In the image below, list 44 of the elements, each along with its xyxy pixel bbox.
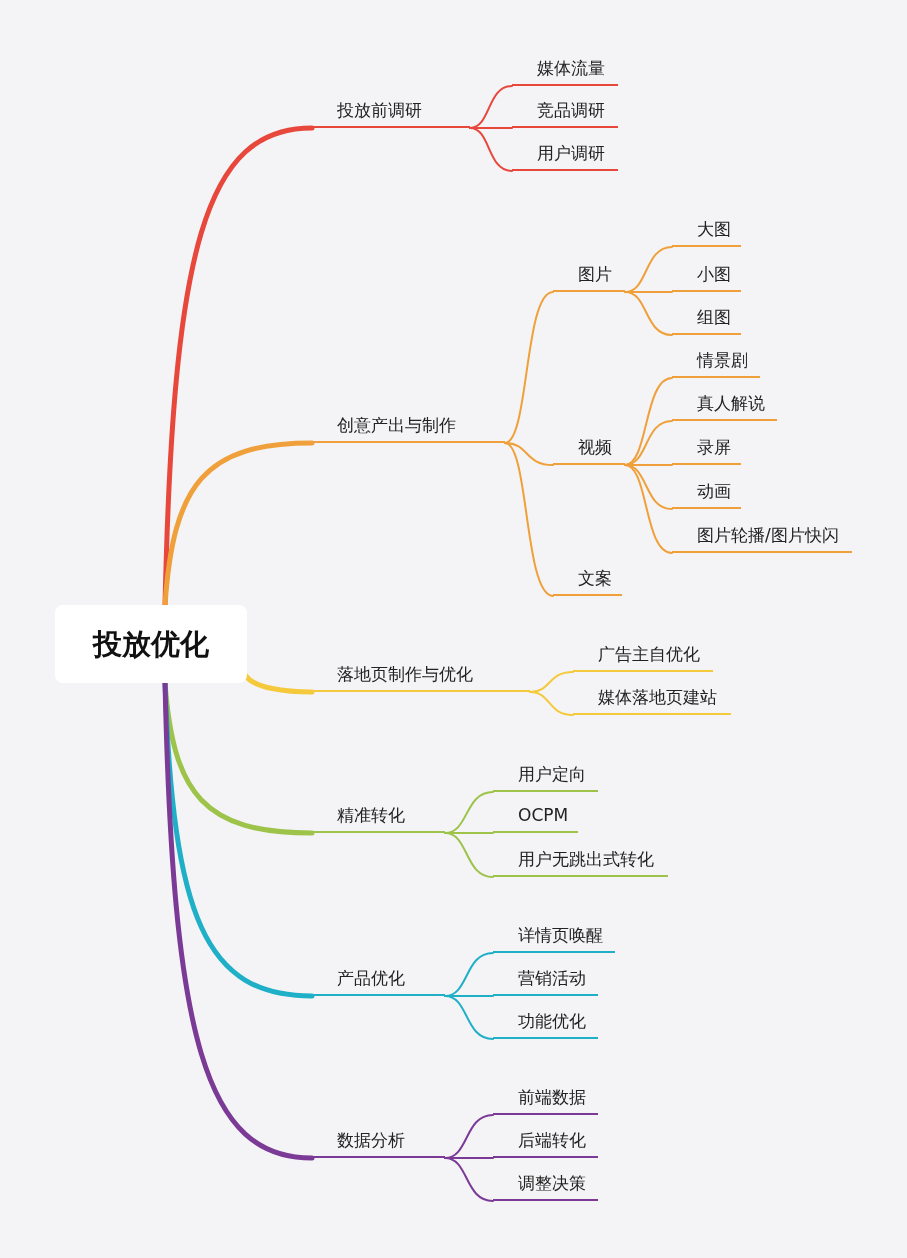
branch-line <box>529 691 574 716</box>
subtopic-label: 后端转化 <box>493 1126 598 1158</box>
branch-topic: 产品优化 <box>312 964 445 996</box>
subtopic-label: 用户调研 <box>512 139 618 171</box>
subtopic-label: 录屏 <box>672 433 741 465</box>
subtopic-label: OCPM <box>493 801 578 833</box>
subtopic-label: 媒体流量 <box>512 54 618 86</box>
subtopic-label: 大图 <box>672 215 741 247</box>
subtopic-label: 动画 <box>672 477 741 509</box>
subtopic-label: 前端数据 <box>493 1083 598 1115</box>
subtopic-label: 详情页唤醒 <box>493 921 615 953</box>
branch-line <box>624 377 673 466</box>
subtopic-label: 功能优化 <box>493 1007 598 1039</box>
subtopic-label: 用户无跳出式转化 <box>493 845 668 877</box>
branch-line <box>504 291 554 444</box>
subtopic-label: 视频 <box>553 433 625 465</box>
branch-line <box>504 442 554 466</box>
central-topic-box: 投放优化 <box>55 605 247 683</box>
branch-line <box>624 464 673 510</box>
branch-topic: 落地页制作与优化 <box>312 660 530 692</box>
branch-line <box>469 127 513 172</box>
subtopic-label: 文案 <box>553 564 622 596</box>
branch-topic: 精准转化 <box>312 801 445 833</box>
subtopic-label: 真人解说 <box>672 389 777 421</box>
subtopic-label: 情景剧 <box>672 346 760 378</box>
branch-topic: 投放前调研 <box>312 96 470 128</box>
subtopic-label: 营销活动 <box>493 964 598 996</box>
branch-line <box>504 442 554 597</box>
subtopic-label: 图片 <box>553 260 625 292</box>
subtopic-label: 广告主自优化 <box>573 640 713 672</box>
branch-topic: 创意产出与制作 <box>312 411 505 443</box>
subtopic-label: 竞品调研 <box>512 96 618 128</box>
branch-topic: 数据分析 <box>312 1126 445 1158</box>
branch-line <box>624 291 673 336</box>
subtopic-label: 图片轮播/图片快闪 <box>672 521 852 553</box>
branch-line <box>444 1157 494 1202</box>
branch-line <box>444 832 494 878</box>
subtopic-label: 用户定向 <box>493 760 598 792</box>
subtopic-label: 组图 <box>672 303 741 335</box>
branch-line <box>444 995 494 1040</box>
subtopic-label: 小图 <box>672 260 741 292</box>
subtopic-label: 媒体落地页建站 <box>573 683 731 715</box>
branch-line <box>624 464 673 554</box>
subtopic-label: 调整决策 <box>493 1169 598 1201</box>
